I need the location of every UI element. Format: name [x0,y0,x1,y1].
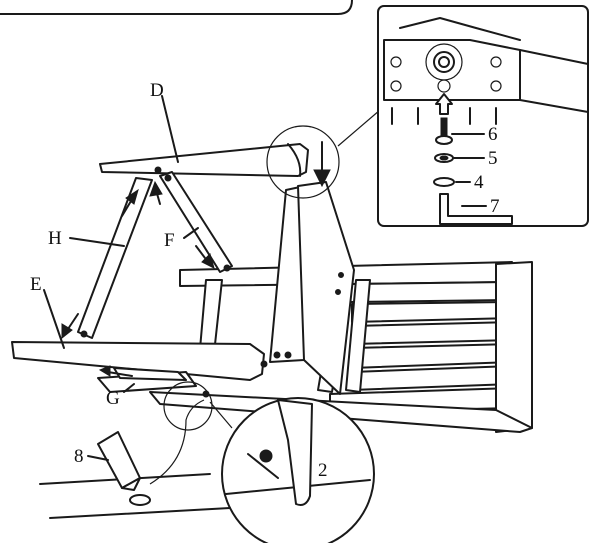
label-d: D [150,80,164,101]
arm-e [11,341,268,381]
part-g [97,367,210,398]
front-leg [269,181,355,395]
detail-callout-circle [266,125,340,199]
label-e: E [30,274,42,295]
label-4: 4 [474,172,484,193]
label-5: 5 [488,148,498,169]
leader-lines [43,95,199,461]
back-top-rail [495,261,533,433]
hardware-inset [377,5,589,227]
label-g: G [106,388,120,409]
label-f: F [164,230,175,251]
label-8: 8 [74,446,84,467]
header-frame [0,0,353,15]
arm-d [99,143,309,177]
screw-detail [209,397,375,543]
callout-line [337,109,381,147]
label-2: 2 [318,460,328,481]
support-h [77,177,153,339]
label-6: 6 [488,124,498,145]
label-h: H [48,228,62,249]
glue-detail [39,381,231,519]
support-f [159,171,233,273]
direction-arrows [61,141,331,377]
label-7: 7 [490,196,500,217]
